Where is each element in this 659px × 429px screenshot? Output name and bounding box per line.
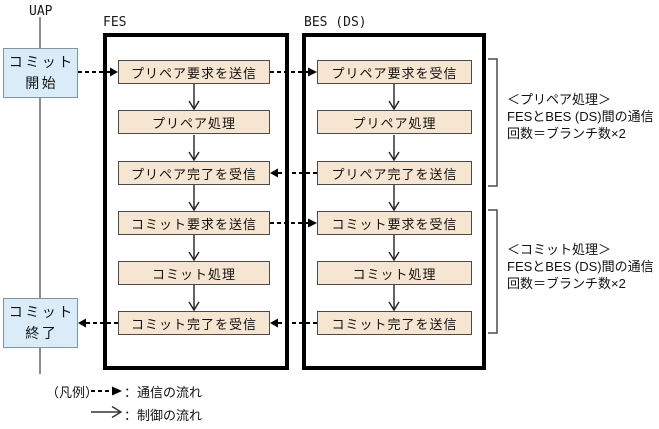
- bes-lane-label: BES (DS): [304, 15, 367, 30]
- fes-step-send-prepare-request: プリペア要求を送信: [118, 60, 270, 84]
- bes-step-send-commit-complete: コミット完了を送信: [317, 311, 472, 335]
- fes-step-send-commit-request: コミット要求を送信: [118, 211, 270, 235]
- bes-step-send-prepare-complete: プリペア完了を送信: [317, 161, 472, 185]
- prepare-note-line2: 回数＝ブランチ数×2: [507, 126, 626, 141]
- fes-step-commit-processing: コミット処理: [118, 261, 270, 285]
- commit-note-line1: FESとBES (DS)間の通信: [507, 259, 654, 274]
- fes-step-receive-prepare-complete: プリペア完了を受信: [118, 161, 270, 185]
- control-flow-arrow-icon: [91, 405, 123, 419]
- prepare-note: ＜プリペア処理＞ FESとBES (DS)間の通信 回数＝ブランチ数×2: [507, 91, 654, 142]
- commit-start-line1: コミット: [8, 54, 75, 70]
- fes-container: [103, 33, 289, 370]
- commit-start-line2: 開始: [25, 75, 59, 91]
- commit-end-box: コミット 終了: [3, 298, 78, 348]
- comm-flow-label: ：通信の流れ: [124, 385, 203, 400]
- prepare-note-line1: FESとBES (DS)間の通信: [507, 109, 654, 124]
- uap-lane-label: UAP: [29, 4, 53, 19]
- comm-flow-arrow-icon: [91, 386, 122, 396]
- prepare-note-title: ＜プリペア処理＞: [507, 92, 612, 107]
- legend-label: （凡例）: [46, 385, 99, 400]
- bes-step-receive-commit-request: コミット要求を受信: [317, 211, 472, 235]
- bes-step-prepare-processing: プリペア処理: [317, 110, 472, 134]
- bes-container: [302, 33, 486, 370]
- uap-timeline: [39, 17, 41, 374]
- commit-start-box: コミット 開始: [3, 48, 78, 98]
- fes-lane-label: FES: [103, 15, 127, 30]
- commit-note-line2: 回数＝ブランチ数×2: [507, 276, 626, 291]
- commit-end-line1: コミット: [8, 304, 75, 320]
- commit-note-title: ＜コミット処理＞: [507, 242, 612, 257]
- commit-end-line2: 終了: [25, 325, 59, 341]
- bes-step-commit-processing: コミット処理: [317, 261, 472, 285]
- fes-step-receive-commit-complete: コミット完了を受信: [118, 311, 270, 335]
- note-brackets: [488, 58, 498, 334]
- control-flow-label: ：制御の流れ: [124, 408, 203, 423]
- prepare-bracket: [488, 58, 498, 187]
- commit-note: ＜コミット処理＞ FESとBES (DS)間の通信 回数＝ブランチ数×2: [507, 241, 654, 292]
- bes-step-receive-prepare-request: プリペア要求を受信: [317, 60, 472, 84]
- commit-bracket: [488, 209, 498, 334]
- fes-step-prepare-processing: プリペア処理: [118, 110, 270, 134]
